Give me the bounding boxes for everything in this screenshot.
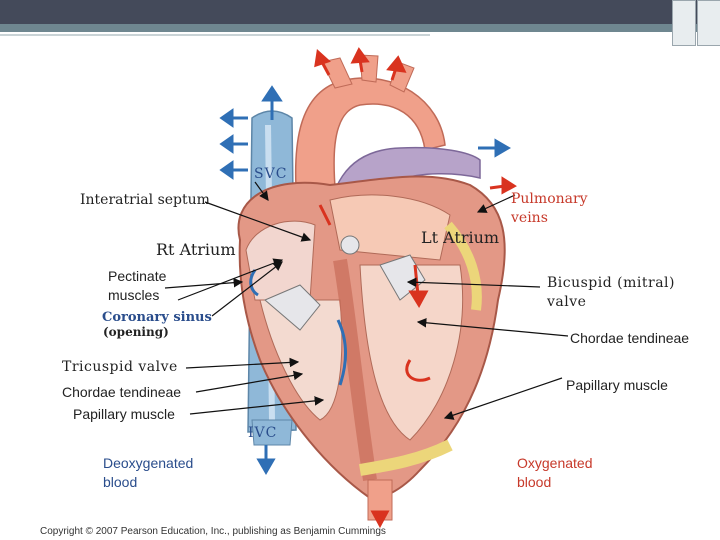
rt-atrium-label: Rt Atrium (156, 240, 236, 259)
leader-line (164, 277, 244, 289)
bicuspid-valve-label: Bicuspid (mitral) (547, 275, 675, 291)
leader-line (211, 261, 283, 317)
apex-fat (359, 439, 453, 476)
aortic-valve (340, 235, 360, 255)
leader-line (406, 277, 541, 288)
tricuspid-valve (264, 284, 321, 331)
chordae-tendineae-left-label: Chordae tendineae (570, 330, 690, 346)
blood-flow-arrow (405, 359, 431, 382)
chordae-tendineae-right-label: Chordae tendineae (62, 384, 182, 400)
blood-flow-arrow (249, 269, 259, 297)
right-ventricle (259, 299, 343, 421)
bicuspid-valve-label-line2: valve (547, 294, 587, 310)
oxygenated-blood-label-line2: blood (517, 474, 552, 490)
pulmonary-veins-label-line2: veins (511, 210, 548, 226)
svc-label: SVC (254, 166, 288, 182)
pectinate-muscles-label-line2: muscles (108, 287, 160, 303)
oxygenated-blood-label: Oxygenated (517, 455, 593, 471)
tricuspid-valve-label: Tricuspid valve (62, 359, 178, 375)
leader-line (185, 357, 300, 369)
interatrial-septum-label: Interatrial septum (80, 192, 210, 208)
descending-aorta (367, 479, 393, 521)
coronary-fat (444, 221, 482, 311)
leader-line (177, 258, 284, 301)
corner-decoration (672, 0, 696, 46)
blood-flow-arrow (336, 319, 347, 386)
leader-line (476, 194, 516, 213)
coronary-sinus-opening-label: (opening) (103, 325, 169, 339)
ivc-label: IVC (248, 425, 278, 441)
left-atrium-cavity (329, 194, 451, 261)
leader-line (204, 201, 312, 242)
leader-line (416, 318, 569, 337)
title-band (0, 24, 720, 32)
deoxygenated-blood-label-line2: blood (103, 474, 138, 490)
inferior-vena-cava (251, 419, 293, 446)
pectinate-muscles-label: Pectinate (108, 268, 167, 284)
coronary-sinus-label: Coronary sinus (102, 310, 212, 325)
pulmonary-veins-label: Pulmonary (511, 191, 588, 207)
interventricular-septum (333, 258, 377, 482)
left-ventricle (359, 264, 463, 441)
blood-flow-arrow (318, 204, 332, 226)
title-underline (0, 34, 430, 36)
title-bar (0, 0, 720, 24)
leader-line (189, 396, 325, 415)
leader-line (254, 181, 269, 201)
leader-line (195, 370, 304, 393)
papillary-muscle-left-label: Papillary muscle (566, 377, 668, 393)
deoxygenated-blood-label: Deoxygenated (103, 455, 194, 471)
papillary-muscle-right-label: Papillary muscle (73, 406, 175, 422)
corner-decoration (697, 0, 720, 46)
leader-line (443, 377, 563, 420)
copyright-notice: Copyright © 2007 Pearson Education, Inc.… (40, 526, 386, 537)
lt-atrium-label: Lt Atrium (421, 228, 500, 247)
